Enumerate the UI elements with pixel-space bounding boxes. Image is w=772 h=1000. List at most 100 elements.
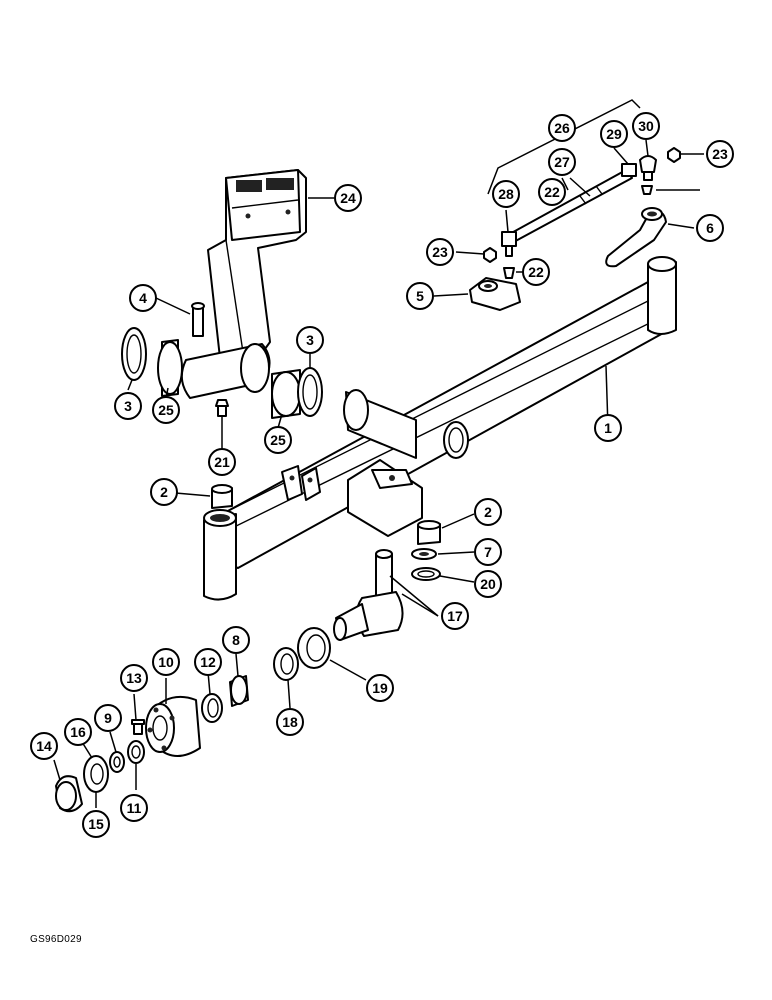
callout-circle [406, 282, 434, 310]
callout-circle [706, 140, 734, 168]
callout-circle [632, 112, 660, 140]
callout-label: 26 [554, 120, 570, 136]
diagram-code: GS96D029 [30, 934, 82, 945]
callout-label: 10 [158, 654, 174, 670]
callout-12-inner-bearing-cup: 12 [194, 648, 222, 676]
callout-label: 16 [70, 724, 86, 740]
callout-label: 7 [484, 544, 492, 560]
callout-circle [276, 708, 304, 736]
callout-label: 11 [127, 800, 142, 816]
callout-label: 28 [498, 186, 514, 202]
outer-bearing-cone [109, 751, 125, 773]
callout-30-tie-rod-end: 30 [632, 112, 660, 140]
callout-label: 27 [554, 154, 570, 170]
callout-25-bushing: 25 [264, 426, 292, 454]
callout-circle [120, 794, 148, 822]
callout-label: 25 [158, 402, 174, 418]
callout-20-thrust-washer: 20 [474, 570, 502, 598]
dust-shield [297, 627, 331, 669]
callout-circle [426, 238, 454, 266]
callout-circle [441, 602, 469, 630]
tie-rod-assembly [483, 99, 681, 263]
callout-13-wheel-bolt: 13 [120, 664, 148, 692]
callout-19-dust-shield: 19 [366, 674, 394, 702]
bushing-left [157, 339, 183, 397]
callout-label: 9 [104, 710, 112, 726]
thrust-washer-right [297, 367, 323, 417]
callout-3-thrust-washer: 3 [296, 326, 324, 354]
callout-27-tie-rod-tube: 27 [548, 148, 576, 176]
callout-label: 18 [282, 714, 298, 730]
callout-7-washer: 7 [474, 538, 502, 566]
axle-beam [203, 256, 677, 601]
callout-circle [522, 258, 550, 286]
callout-2-bushing: 2 [474, 498, 502, 526]
callout-label: 5 [416, 288, 424, 304]
callout-circle [129, 284, 157, 312]
callout-circle [82, 810, 110, 838]
callout-label: 23 [432, 244, 448, 260]
callout-22-dust-boot: 22 [522, 258, 550, 286]
wheel-bolt [131, 719, 145, 735]
pivot-pin [191, 302, 205, 337]
callout-label: 30 [638, 118, 654, 134]
callout-label: 13 [126, 670, 142, 686]
callout-label: 23 [712, 146, 728, 162]
callout-circle [474, 570, 502, 598]
callout-29-clamp: 29 [600, 120, 628, 148]
callout-label: 25 [270, 432, 286, 448]
callout-circle [474, 498, 502, 526]
callout-label: 4 [139, 290, 147, 306]
callout-circle [600, 120, 628, 148]
callout-23-nut: 23 [426, 238, 454, 266]
callout-label: 14 [36, 738, 52, 754]
bushing-right [271, 369, 301, 419]
outer-bearing-cup [127, 740, 145, 764]
seal [273, 647, 299, 681]
callout-circle [296, 326, 324, 354]
callout-circle [120, 664, 148, 692]
bushing-2-right [417, 520, 441, 545]
callout-label: 20 [480, 576, 496, 592]
callout-18-seal: 18 [276, 708, 304, 736]
inner-bearing-cone [229, 675, 249, 707]
callout-24-axle-support: 24 [334, 184, 362, 212]
callout-11-outer-bearing-cup: 11 [120, 794, 148, 822]
thrust-washer-left [121, 327, 147, 381]
callout-15-gasket: 15 [82, 810, 110, 838]
bushing-2-left [211, 484, 233, 509]
callout-circle [538, 178, 566, 206]
callout-circle [64, 718, 92, 746]
callout-label: 21 [214, 454, 230, 470]
spindle [333, 549, 404, 641]
callout-circle [548, 114, 576, 142]
callout-label: 3 [124, 398, 132, 414]
callout-8-inner-bearing-cone: 8 [222, 626, 250, 654]
callout-circle [334, 184, 362, 212]
callout-circle [30, 732, 58, 760]
callout-circle [696, 214, 724, 242]
callout-3-thrust-washer: 3 [114, 392, 142, 420]
steering-arm [605, 207, 667, 268]
callout-circle [152, 648, 180, 676]
callout-label: 15 [88, 816, 104, 832]
callout-circle [366, 674, 394, 702]
hub-cap [55, 775, 83, 813]
callout-circle [264, 426, 292, 454]
callout-label: 3 [306, 332, 314, 348]
steering-arm-clamp [469, 277, 521, 311]
callout-circle [152, 396, 180, 424]
callout-17-spindle: 17 [441, 602, 469, 630]
callout-label: 24 [340, 190, 356, 206]
callout-26-tie-rod-assembly: 26 [548, 114, 576, 142]
callout-4-pivot-pin: 4 [129, 284, 157, 312]
callout-circle [474, 538, 502, 566]
callout-1-axle-beam: 1 [594, 414, 622, 442]
callout-6-steering-arm: 6 [696, 214, 724, 242]
callout-9-outer-bearing-cone: 9 [94, 704, 122, 732]
axle-support [180, 169, 307, 399]
callout-23-nut: 23 [706, 140, 734, 168]
callout-label: 1 [604, 420, 612, 436]
